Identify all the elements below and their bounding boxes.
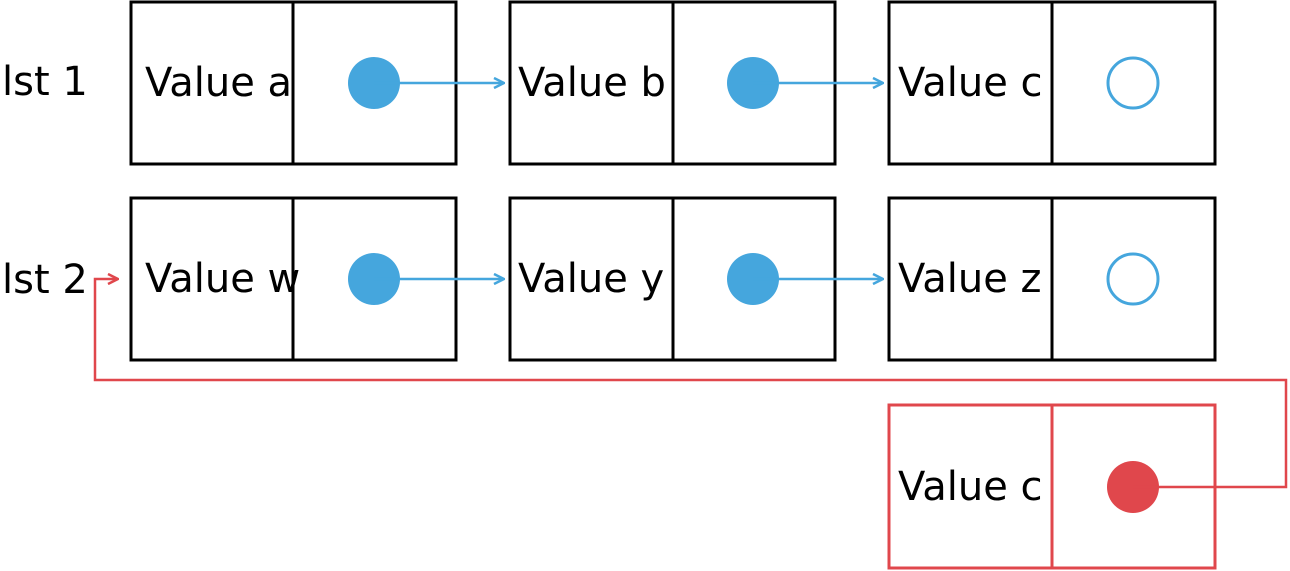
list-2-label: lst 2	[2, 257, 88, 303]
list-1-label: lst 1	[2, 59, 88, 105]
node-value-label: Value z	[898, 256, 1042, 302]
node-value-label: Value c	[898, 464, 1043, 510]
node-value-label: Value a	[145, 60, 292, 106]
new-node-pointer-arrow	[93, 279, 1288, 489]
list-1-node-c: Value c	[887, 0, 1217, 166]
node-value-label: Value c	[898, 60, 1043, 106]
node-value-label: Value b	[518, 60, 666, 106]
null-pointer-dot	[1106, 56, 1160, 110]
list-2-node-w: Value w	[129, 196, 458, 362]
null-pointer-dot	[1106, 252, 1160, 306]
node-pointer-cell	[1050, 0, 1217, 166]
list-2-node-z: Value z	[887, 196, 1217, 362]
list-1-node-a: Value a	[129, 0, 458, 166]
node-value-label: Value w	[145, 256, 300, 302]
node-value-label: Value y	[518, 256, 664, 302]
list-2: lst 2 Value w Value y Value z	[2, 196, 1217, 362]
node-pointer-cell	[1050, 196, 1217, 362]
list-1: lst 1 Value a Value b Value c	[2, 0, 1217, 166]
